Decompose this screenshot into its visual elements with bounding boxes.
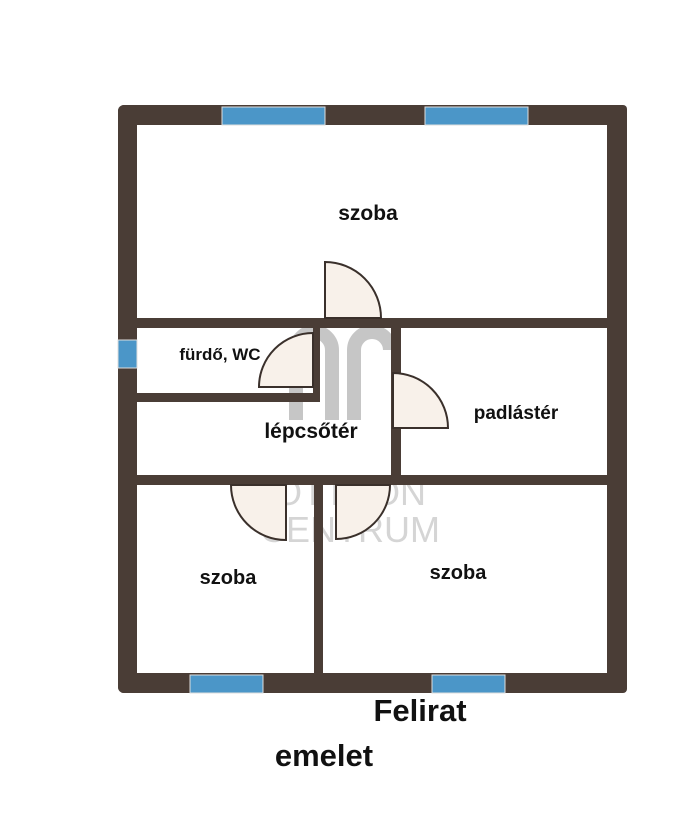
room-label: fürdő, WC	[179, 345, 260, 364]
window-bathroom	[117, 339, 138, 369]
window-top-left	[221, 106, 326, 126]
doors	[229, 260, 450, 542]
room-label: szoba	[430, 562, 488, 584]
walls	[118, 105, 627, 693]
door-room-right	[335, 484, 392, 541]
window-bottom-left	[189, 674, 264, 694]
caption-title: Felirat	[373, 693, 466, 728]
window-top-right	[424, 106, 529, 126]
door-room-left	[229, 484, 287, 542]
door-attic	[392, 371, 450, 429]
window-bottom-right	[431, 674, 506, 694]
caption-floor: emelet	[275, 738, 373, 773]
room-label: padlástér	[474, 403, 559, 424]
room-label: szoba	[200, 567, 258, 589]
windows	[117, 106, 529, 694]
room-label: lépcsőtér	[264, 420, 357, 443]
door-main-room	[324, 260, 383, 319]
room-label: szoba	[338, 202, 398, 225]
door-bathroom	[257, 331, 314, 388]
